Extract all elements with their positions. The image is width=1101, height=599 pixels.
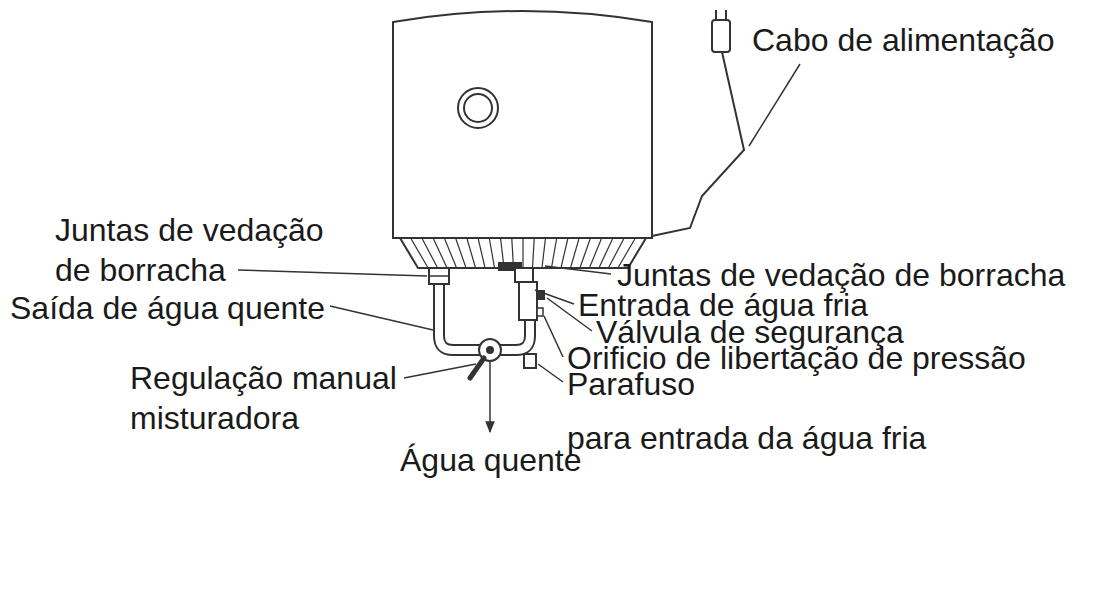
rib-stroke: [478, 239, 485, 267]
rib-stroke: [467, 239, 475, 267]
leader-line: [749, 64, 800, 146]
rib-stroke: [580, 239, 590, 267]
rib-stroke: [533, 239, 535, 267]
base-cover: [400, 238, 646, 268]
pressure-hole: [537, 308, 543, 316]
safety-valve: [519, 282, 537, 320]
plug-pin: [715, 10, 717, 20]
leader-line: [330, 306, 433, 330]
mixer-label: Regulação manual misturadora: [130, 358, 410, 438]
indicator-inner: [464, 94, 492, 122]
mixer-core: [486, 346, 494, 354]
rib-stroke: [542, 239, 545, 267]
rib-stroke: [552, 239, 557, 267]
screw-label: para entrada da água fria: [567, 418, 926, 458]
base-ribs: [411, 239, 635, 267]
plug-pin: [725, 10, 727, 20]
leader-line: [535, 290, 574, 304]
rib-stroke: [445, 239, 456, 267]
power-cable: [652, 52, 744, 236]
cold-inlet-nut: [515, 268, 533, 282]
rib-stroke: [590, 239, 601, 267]
rib-stroke: [571, 239, 579, 267]
leader-line: [538, 364, 563, 382]
rib-stroke: [456, 239, 466, 267]
indicator-outer: [458, 88, 498, 128]
leader-line: [238, 270, 427, 276]
inlet-screw: [524, 354, 536, 368]
rib-stroke: [561, 239, 568, 267]
leader-line: [544, 316, 563, 357]
seal-label: Juntas de vedação de borracha: [55, 210, 340, 290]
hot-outlet-nut: [429, 268, 449, 284]
leader-line: [545, 266, 611, 274]
rib-stroke: [434, 239, 447, 267]
flow-label: Água quente: [400, 440, 582, 480]
screw-label: Parafuso: [567, 364, 695, 404]
outlet-label: Saída de água quente: [10, 288, 325, 328]
plug: [712, 20, 730, 52]
leader-line: [404, 364, 476, 378]
nut-line: [429, 275, 449, 277]
rib-stroke: [522, 239, 523, 267]
mixer-handle: [470, 358, 484, 378]
rib-stroke: [489, 239, 494, 267]
flow-arrow: [489, 362, 491, 432]
cable-label: Cabo de alimentação: [752, 20, 1054, 60]
tank-body: [393, 11, 652, 238]
